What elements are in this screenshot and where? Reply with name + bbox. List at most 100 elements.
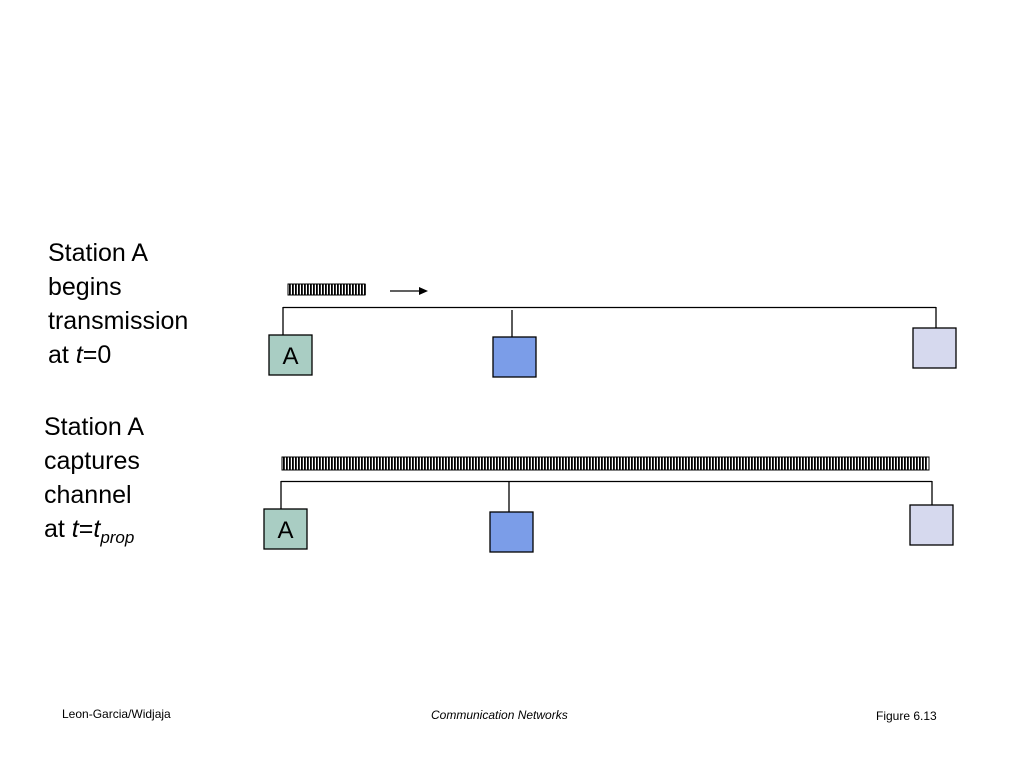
signal-stripe — [373, 457, 375, 470]
panel-2-caption-line3: channel — [44, 481, 132, 509]
signal-stripe — [463, 457, 465, 470]
signal-stripe — [610, 457, 612, 470]
signal-stripe — [796, 457, 798, 470]
signal-stripe — [751, 457, 753, 470]
signal-stripe — [766, 457, 768, 470]
signal-stripe — [898, 457, 900, 470]
signal-stripe — [655, 457, 657, 470]
signal-stripe — [652, 457, 654, 470]
signal-stripe — [394, 457, 396, 470]
signal-stripe — [865, 457, 867, 470]
signal-stripe — [712, 457, 714, 470]
signal-stripe — [370, 457, 372, 470]
signal-stripe — [748, 457, 750, 470]
signal-stripe — [877, 457, 879, 470]
signal-stripe — [901, 457, 903, 470]
signal-stripe — [598, 457, 600, 470]
signal-stripe — [589, 457, 591, 470]
signal-stripe — [700, 457, 702, 470]
signal-stripe — [289, 284, 291, 295]
signal-stripe — [811, 457, 813, 470]
signal-stripe — [547, 457, 549, 470]
panel-2-caption: Station A captures channel at t=tprop — [44, 410, 144, 546]
signal-stripe — [601, 457, 603, 470]
signal-stripe — [910, 457, 912, 470]
signal-stripe — [457, 457, 459, 470]
signal-stripe — [550, 457, 552, 470]
signal-stripe — [856, 457, 858, 470]
signal-stripe — [331, 457, 333, 470]
signal-stripe — [364, 284, 366, 295]
panel-1-station-a — [268, 334, 313, 376]
signal-stripe — [316, 284, 318, 295]
signal-stripe — [649, 457, 651, 470]
signal-stripe — [367, 457, 369, 470]
signal-stripe — [433, 457, 435, 470]
signal-stripe — [847, 457, 849, 470]
signal-stripe — [685, 457, 687, 470]
panel-2-diagram: A — [263, 456, 954, 553]
signal-stripe — [496, 457, 498, 470]
signal-stripe — [328, 457, 330, 470]
signal-stripe — [379, 457, 381, 470]
signal-stripe — [517, 457, 519, 470]
signal-stripe — [349, 457, 351, 470]
panel-2-caption-eq: = — [78, 515, 94, 543]
panel-1-direction-arrow — [390, 287, 428, 295]
signal-stripe — [757, 457, 759, 470]
signal-stripe — [565, 457, 567, 470]
signal-stripe — [352, 284, 354, 295]
signal-stripe — [721, 457, 723, 470]
panel-1-station-right — [912, 327, 957, 369]
signal-stripe — [640, 457, 642, 470]
signal-stripe — [409, 457, 411, 470]
signal-stripe — [532, 457, 534, 470]
signal-stripe — [604, 457, 606, 470]
signal-stripe — [493, 457, 495, 470]
signal-stripe — [667, 457, 669, 470]
signal-stripe — [307, 284, 309, 295]
signal-stripe — [361, 284, 363, 295]
signal-stripe — [412, 457, 414, 470]
signal-stripe — [715, 457, 717, 470]
signal-stripe — [355, 284, 357, 295]
signal-stripe — [790, 457, 792, 470]
signal-stripe — [346, 457, 348, 470]
signal-stripe — [454, 457, 456, 470]
signal-stripe — [529, 457, 531, 470]
signal-stripe — [925, 457, 927, 470]
signal-stripe — [490, 457, 492, 470]
panel-1-station-middle — [492, 336, 537, 378]
signal-stripe — [688, 457, 690, 470]
signal-stripe — [319, 284, 321, 295]
panel-2-caption-line1: Station A — [44, 413, 145, 441]
signal-stripe — [502, 457, 504, 470]
signal-stripe — [880, 457, 882, 470]
signal-stripe — [541, 457, 543, 470]
signal-stripe — [451, 457, 453, 470]
signal-stripe — [661, 457, 663, 470]
signal-stripe — [424, 457, 426, 470]
panel-2-station-a — [263, 508, 308, 550]
signal-stripe — [286, 457, 288, 470]
signal-stripe — [832, 457, 834, 470]
signal-stripe — [346, 284, 348, 295]
panel-2-station-a-label: A — [277, 517, 293, 544]
signal-stripe — [691, 457, 693, 470]
signal-stripe — [385, 457, 387, 470]
signal-stripe — [805, 457, 807, 470]
signal-stripe — [775, 457, 777, 470]
signal-stripe — [682, 457, 684, 470]
signal-stripe — [466, 457, 468, 470]
panel-1-caption-eq: =0 — [82, 341, 112, 369]
signal-stripe — [511, 457, 513, 470]
signal-stripe — [838, 457, 840, 470]
signal-stripe — [439, 457, 441, 470]
signal-stripe — [505, 457, 507, 470]
signal-stripe — [799, 457, 801, 470]
signal-stripe — [739, 457, 741, 470]
panel-1-caption: Station A begins transmission at t=0 — [48, 236, 188, 372]
panel-2-caption-at: at — [44, 515, 72, 543]
signal-stripe — [889, 457, 891, 470]
